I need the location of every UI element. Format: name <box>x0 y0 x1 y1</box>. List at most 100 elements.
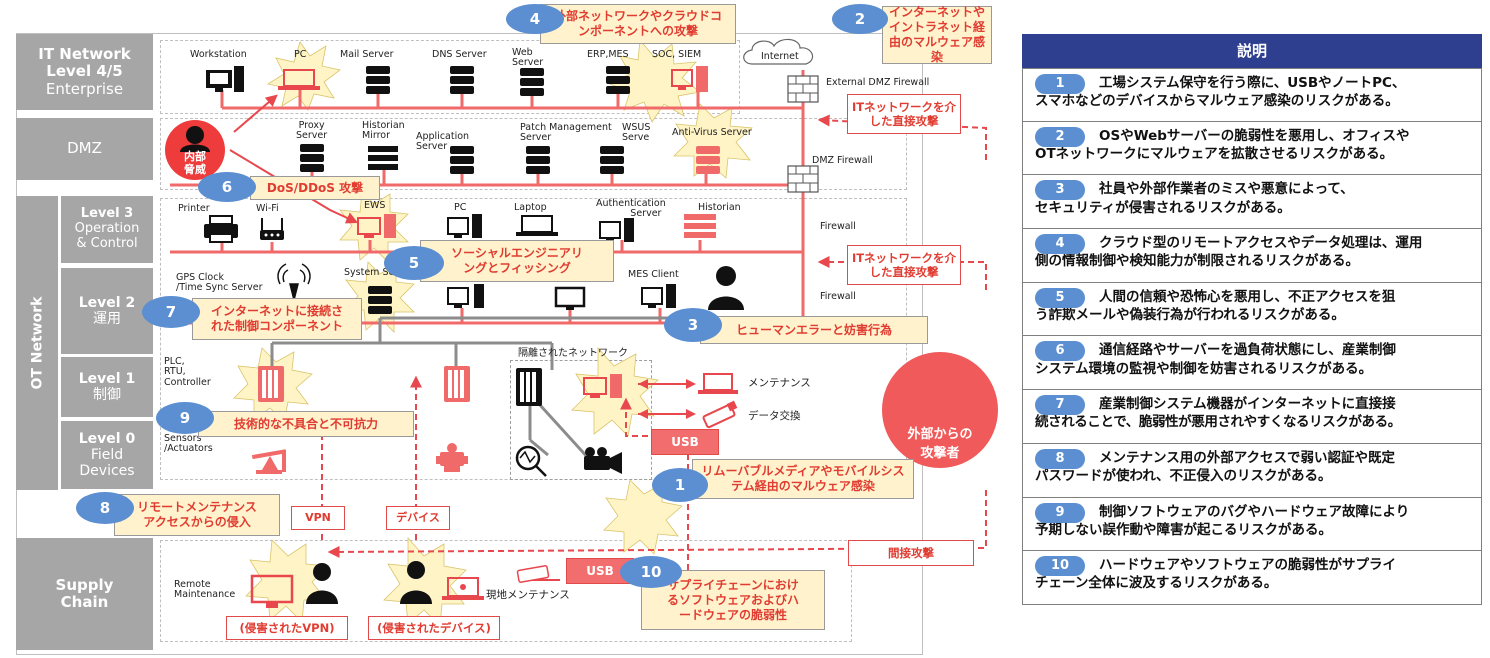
plc-icon <box>258 366 284 402</box>
level-dmz: DMZ <box>16 118 153 180</box>
external-dmz-firewall-icon <box>787 75 819 103</box>
gps-antenna-icon <box>277 263 311 301</box>
badge-4: 4 <box>506 4 564 34</box>
isolated-pc-icon <box>583 374 622 398</box>
panel-row: 10 ハードウェアやソフトウェアの脆弱性がサプライ チェーン全体に波及するリスク… <box>1022 551 1482 605</box>
panel-row: 7 産業制御システム機器がインターネットに直接接 続されることで、脆弱性が悪用さ… <box>1022 390 1482 444</box>
laptop-icon <box>516 215 558 236</box>
badge-9: 9 <box>156 402 214 434</box>
printer-icon <box>204 215 238 243</box>
pc3-icon <box>447 214 482 238</box>
badge-3: 3 <box>664 308 722 342</box>
panel-title: 説明 <box>1022 34 1482 68</box>
label-mail-server: Mail Server <box>340 49 394 60</box>
label-mes-client: MES Client <box>628 269 679 280</box>
panel-row: 9 制御ソフトウェアのバグやハードウェア故障により 予期しない誤作動や障害が起こ… <box>1022 497 1482 552</box>
insider-threat-label: 内部脅威 <box>184 150 206 176</box>
zone-supply <box>160 540 852 642</box>
auth-server-icon <box>599 218 634 242</box>
row-badge: 1 <box>1035 74 1085 94</box>
row-badge: 8 <box>1035 448 1085 469</box>
dmz-firewall-icon <box>787 165 819 193</box>
row-text-2: チェーン全体に波及するリスクがある。 <box>1035 575 1278 592</box>
badge-8: 8 <box>76 492 134 524</box>
proxy-server-icon <box>300 144 324 172</box>
workstation-icon <box>206 66 244 92</box>
system-server-icon <box>368 286 392 314</box>
label-gps: GPS Clock/Time Sync Server <box>176 272 263 294</box>
row-text-2: う詐欺メールや偽装行為が行われるリスクがある。 <box>1035 306 1345 323</box>
label-antivirus: Anti-Virus Server <box>672 127 752 138</box>
row-text-1: ハードウェアやソフトウェアの脆弱性がサプライ <box>1099 557 1396 574</box>
label-ews: EWS <box>364 200 386 211</box>
row-badge: 6 <box>1035 341 1085 362</box>
label-firewall2: Firewall <box>820 291 856 302</box>
row-text-2: システム環境の監視や制御を妨害されるリスクがある。 <box>1035 360 1373 377</box>
label-system-server: System Ser <box>344 267 399 278</box>
row-text-2: OTネットワークにマルウェアを拡散させるリスクがある。 <box>1035 145 1394 162</box>
label-maintenance: メンテナンス <box>748 377 811 389</box>
burst-soc <box>609 39 701 123</box>
onsite-person-icon <box>400 561 432 604</box>
remote-person-icon <box>306 563 338 604</box>
row-badge: 4 <box>1035 234 1085 255</box>
panel-row: 5 人間の信頼や恐怖心を悪用し、不正アクセスを狙 う詐欺メールや偽装行為が行われ… <box>1022 282 1482 337</box>
panel-row: 3 社員や外部作業者のミスや悪意によって、 セキュリティが侵害されるリスクがある… <box>1022 175 1482 230</box>
callout-9: 技術的な不具合と不可抗力 <box>198 411 414 437</box>
label-pc3: PC <box>454 202 467 213</box>
mail-server-icon <box>366 66 390 94</box>
onsite-laptop-icon <box>442 577 484 600</box>
row-badge: 5 <box>1035 287 1085 308</box>
callout-6: DoS/DDoS 攻撃 <box>250 176 380 200</box>
wifi-router-icon <box>260 218 284 240</box>
label-firewall1: Firewall <box>820 221 856 232</box>
callout-1: リムーバブルメディアやモバイルシステム経由のマルウェア感染 <box>692 459 914 499</box>
callout-4: 外部ネットワークやクラウドコンポーネントへの攻撃 <box>540 4 736 44</box>
row-text-1: 制御ソフトウェアのバグやハードウェア故障により <box>1099 503 1410 520</box>
badge-6: 6 <box>198 172 256 202</box>
row-text-2: 続されることで、脆弱性が悪用されやすくなるリスクがある。 <box>1035 414 1401 431</box>
label-data-exchange: データ交換 <box>748 410 801 422</box>
label-sensors: Sensors/Actuators <box>164 433 213 455</box>
badge-10: 10 <box>620 556 682 588</box>
zone-it <box>160 40 740 114</box>
historian-server-icon <box>684 214 716 238</box>
row-badge: 2 <box>1035 126 1085 147</box>
label-isolated-network: 隔離されたネットワーク <box>518 348 628 359</box>
historian-mirror-icon <box>368 146 398 170</box>
tag-indirect-attack: 間接攻撃 <box>848 540 974 566</box>
badge-7: 7 <box>142 296 200 328</box>
soc-pc-icon <box>671 66 708 92</box>
callout-7: インターネットに接続された制御コンポーネント <box>192 298 362 340</box>
zone-isolated <box>510 360 652 480</box>
badge-1: 1 <box>652 468 708 502</box>
label-onsite-maintenance: 現地メンテナンス <box>486 589 570 601</box>
ews-icon <box>357 214 396 238</box>
tag-device-compromised: (侵害されたデバイス) <box>368 616 500 640</box>
label-erp: ERP,MES <box>587 49 629 60</box>
row-text-1: 工場システム保守を行う際に、USBやノートPC、 <box>1099 75 1406 91</box>
usb-stick-icon <box>702 400 738 429</box>
row-text-1: OSやWebサーバーの脆弱性を悪用し、オフィスや <box>1099 127 1410 144</box>
supply-usb-icon <box>516 565 550 583</box>
panel-row: 6 通信経路やサーバーを過負荷状態にし、産業制御 システム環境の監視や制御を妨害… <box>1022 336 1482 391</box>
erp-server-icon <box>606 66 630 94</box>
external-attacker: 外部からの 攻撃者 <box>882 352 998 468</box>
antivirus-server-icon <box>696 146 720 174</box>
row-text-1: メンテナンス用の外部アクセスで弱い認証や既定 <box>1099 449 1396 466</box>
explanation-panel: 説明 1 工場システム保守を行う際に、USBやノートPC、 スマホなどのデバイス… <box>1022 34 1482 605</box>
application-server-icon <box>450 146 474 174</box>
burst-av <box>673 103 753 179</box>
plc2-icon <box>444 366 470 402</box>
